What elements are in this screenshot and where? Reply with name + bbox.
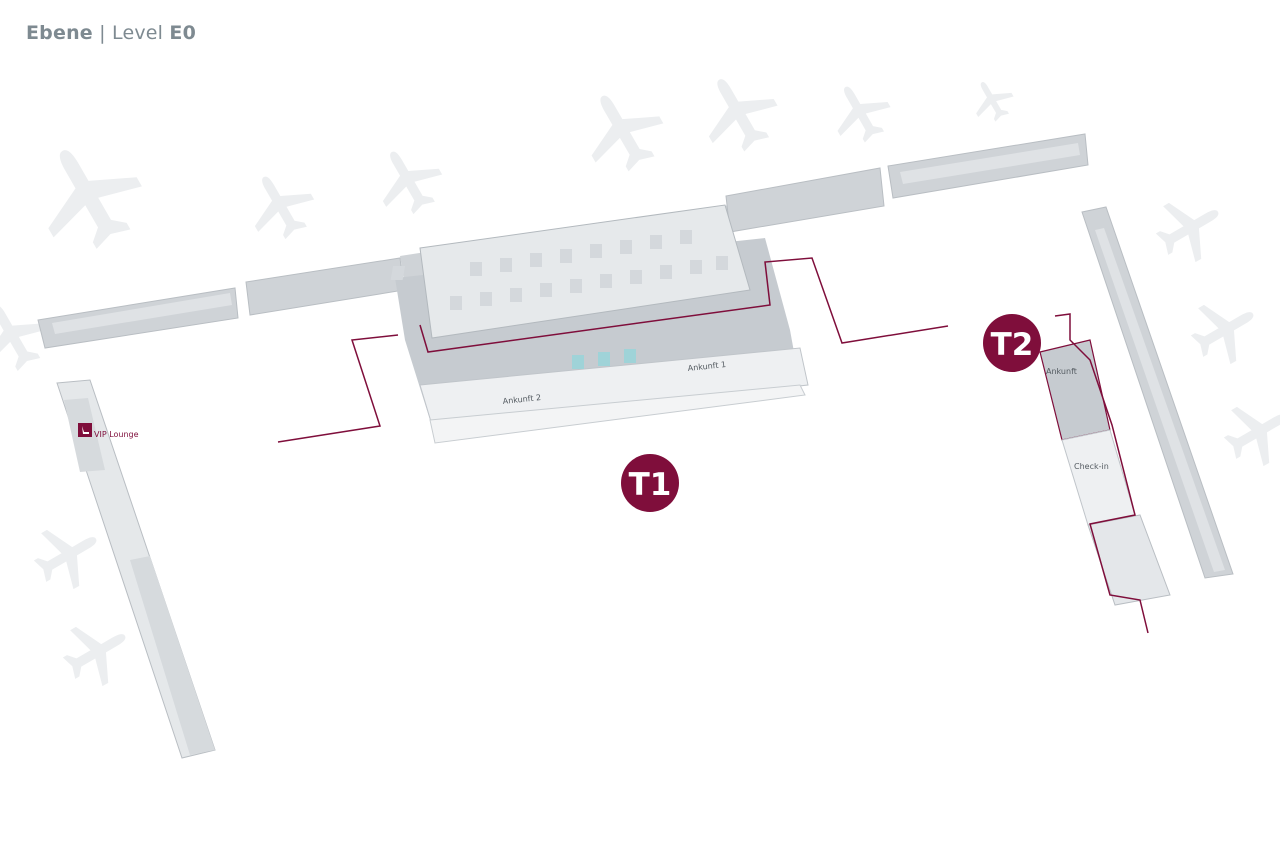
terminal-2-pin-label: T2	[991, 327, 1034, 363]
label-arrival-t2: Ankunft	[1046, 367, 1077, 376]
terminal-1-boundary	[277, 257, 949, 443]
terminal-1-pin-label: T1	[629, 467, 672, 503]
airplane-icon	[964, 72, 1020, 128]
airplane-icon	[52, 607, 142, 697]
label-arrival-1: Ankunft 1	[687, 360, 726, 373]
airplane-icon	[686, 60, 790, 164]
pier-north-west[interactable]	[37, 257, 405, 349]
label-vip-lounge: VIP Lounge	[94, 430, 139, 439]
seat-icon	[78, 423, 92, 437]
terminal-2-building[interactable]	[1039, 339, 1171, 606]
pier-east[interactable]	[1081, 206, 1234, 579]
terminal-2-boundary	[1054, 313, 1149, 634]
airplane-icon	[235, 160, 325, 250]
airplane-icon	[820, 72, 900, 152]
airplane-icon	[18, 125, 158, 265]
airplane-icon	[1145, 183, 1235, 273]
level-title-code: E0	[169, 22, 197, 44]
terminal-2-pin[interactable]: T2	[983, 314, 1041, 372]
airplane-icon	[568, 76, 676, 184]
airplane-icon	[1180, 285, 1270, 375]
vip-lounge[interactable]: VIP Lounge	[78, 423, 139, 439]
terminal-1-building[interactable]	[390, 204, 809, 444]
level-title-de: Ebene	[26, 22, 93, 44]
level-title: Ebene | Level E0	[26, 22, 196, 44]
level-title-en: Level	[112, 22, 164, 44]
level-title-separator: |	[99, 22, 106, 44]
label-arrival-2: Ankunft 2	[502, 393, 541, 406]
label-checkin-t2: Check-in	[1074, 462, 1109, 471]
airplane-icon	[363, 135, 453, 225]
airplane-icon	[1213, 387, 1280, 477]
airplane-icon	[23, 510, 113, 600]
terminal-1-pin[interactable]: T1	[621, 454, 679, 512]
seat-icon-glyph	[82, 426, 89, 434]
